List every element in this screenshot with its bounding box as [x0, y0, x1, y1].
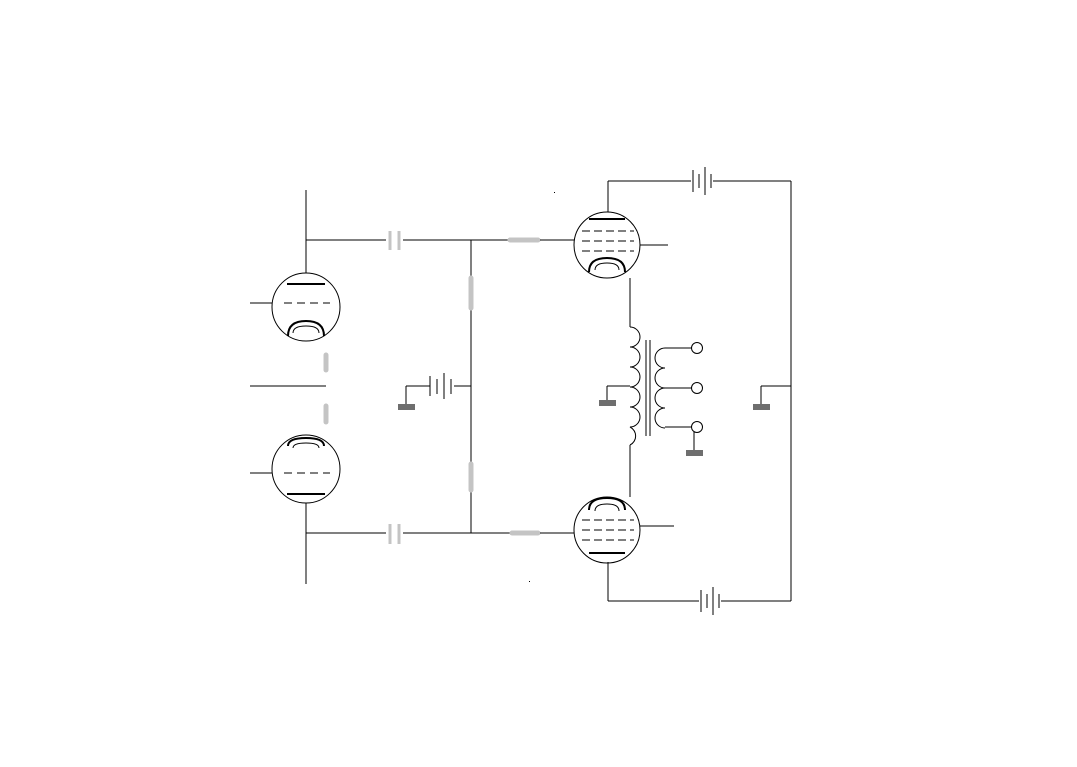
- triode-2-envelope: [271, 434, 341, 504]
- ground-symbol-ht: [753, 404, 770, 410]
- triode-1-heater: [292, 325, 320, 334]
- phase-inverter-stage: [250, 190, 341, 584]
- ground-symbol-primary: [599, 400, 616, 406]
- pentode-2-cathode: [588, 496, 626, 511]
- ground-symbol-bias: [398, 404, 415, 410]
- pentode-1: [573, 181, 668, 279]
- output-stage: [573, 167, 792, 615]
- triode-1: [250, 272, 341, 342]
- output-terminal-bottom: [691, 421, 703, 433]
- output-terminal-top: [691, 342, 703, 354]
- pentode-2: [573, 496, 674, 601]
- triode-1-cathode: [287, 319, 325, 337]
- ground-symbol-secondary: [686, 450, 703, 456]
- triode-1-envelope: [271, 272, 341, 342]
- triode-2: [250, 434, 341, 504]
- coupling-network: [306, 231, 576, 544]
- pentode-1-heater: [594, 262, 620, 271]
- pentode-1-cathode: [588, 256, 626, 273]
- pentode-2-heater: [594, 503, 620, 512]
- triode-2-cathode: [287, 436, 325, 447]
- output-terminal-middle: [691, 382, 703, 394]
- secondary-winding: [654, 347, 666, 429]
- pentode-1-envelope: [573, 211, 641, 279]
- stray-dot-1: [554, 192, 555, 193]
- triode-2-heater: [292, 442, 320, 449]
- primary-winding: [629, 326, 641, 446]
- stray-dot-2: [529, 581, 530, 582]
- output-transformer: [599, 278, 703, 497]
